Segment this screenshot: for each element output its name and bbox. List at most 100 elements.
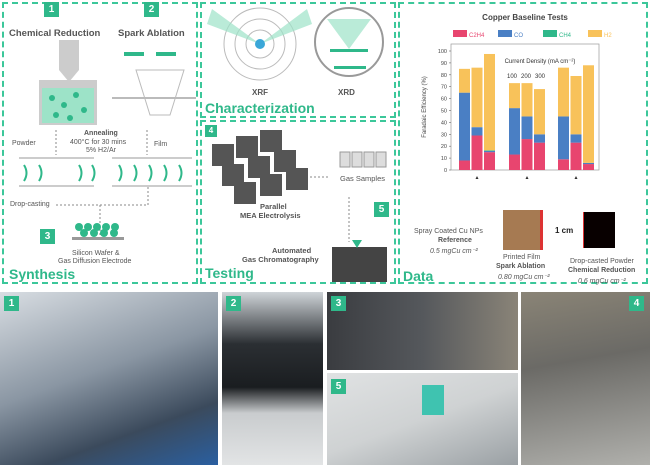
gc-label-2: Gas Chromatography (242, 255, 319, 264)
y-tick-label: 20 (441, 144, 447, 150)
group-arrow-icon (574, 176, 578, 179)
step-badge-5: 5 (374, 202, 389, 217)
step-badge-4: 4 (205, 125, 217, 137)
annealing-label: Annealing (84, 130, 118, 137)
legend-swatch-CO (498, 30, 512, 37)
bar-CH4-0-2 (484, 150, 495, 151)
photo-5-gas-chromatograph: 5 (327, 373, 518, 465)
testing-title: Testing (205, 265, 254, 281)
bar-H2-2-0 (558, 67, 569, 117)
characterization-title: Characterization (205, 100, 315, 116)
xrd-label: XRD (338, 88, 355, 97)
substrate-label-1: Silicon Wafer & (72, 250, 120, 257)
bar-C2H4-2-2 (583, 164, 594, 170)
sample-2-method: Spark Ablation (496, 263, 546, 270)
legend-label-H2: H2 (604, 33, 612, 39)
powder-label: Powder (12, 140, 36, 147)
gas-samples-label: Gas Samples (340, 174, 386, 183)
y-tick-label: 70 (441, 85, 447, 91)
current-density-label: 100 (507, 74, 518, 80)
legend-swatch-H2 (588, 30, 602, 37)
chemical-reduction-label: Chemical Reduction (9, 28, 101, 39)
step-badge-2: 2 (144, 2, 159, 17)
y-tick-label: 30 (441, 132, 447, 138)
bar-CO-0-1 (471, 127, 483, 136)
y-tick-label: 80 (441, 73, 447, 79)
photo-3-wafer-samples: 3 (327, 292, 518, 370)
chart-title: Copper Baseline Tests (482, 13, 568, 22)
synthesis-panel: 1 2 Chemical Reduction Spark Ablation Po… (2, 2, 198, 284)
bar-H2-1-0 (509, 83, 520, 109)
testing-illustration (212, 130, 387, 282)
bar-CO-2-0 (558, 116, 569, 160)
printed-film-photo (503, 210, 543, 250)
bar-C2H4-0-0 (459, 160, 470, 170)
photo-badge-2: 2 (226, 296, 241, 311)
y-tick-label: 40 (441, 120, 447, 126)
film-label: Film (154, 141, 168, 148)
legend-swatch-C2H4 (453, 30, 467, 37)
bar-C2H4-0-2 (484, 152, 495, 170)
photo-badge-5: 5 (331, 379, 346, 394)
current-density-label: 200 (521, 74, 532, 80)
y-tick-label: 90 (441, 61, 447, 67)
powder-sample-photo (583, 212, 615, 248)
bar-C2H4-1-0 (509, 154, 520, 170)
photo-4-electrolysis-cells: 4 (521, 292, 650, 465)
photo-badge-3: 3 (331, 296, 346, 311)
xrf-xrd-illustration (207, 7, 384, 81)
drop-casting-label: Drop-casting (10, 201, 50, 208)
testing-panel: 4 Gas Samples Parallel MEA Electrolysis … (200, 120, 396, 284)
sample-3-loading: 0.6 mgCu cm⁻² (578, 278, 626, 285)
y-tick-label: 100 (438, 49, 447, 55)
bar-C2H4-1-1 (521, 139, 533, 170)
spark-ablation-label: Spark Ablation (118, 28, 185, 39)
y-axis-label: Faradaic Efficiency (%) (422, 76, 428, 138)
photo-badge-1: 1 (4, 296, 19, 311)
sample-1-name: Spray Coated Cu NPs (414, 228, 483, 235)
sample-1-loading: 0.5 mgCu cm⁻² (430, 248, 478, 255)
mea-label-2: MEA Electrolysis (240, 211, 301, 220)
sample-2-loading: 0.80 mgCu cm⁻² (498, 274, 550, 281)
sample-2-name: Printed Film (503, 254, 541, 261)
xrf-label: XRF (252, 88, 268, 97)
y-tick-label: 60 (441, 97, 447, 103)
bar-H2-2-2 (583, 65, 594, 163)
bar-CO-1-2 (534, 134, 545, 143)
synthesis-title: Synthesis (9, 266, 76, 282)
bar-H2-0-0 (459, 68, 470, 93)
annealing-condition-2: 5% H2/Ar (86, 147, 116, 154)
current-density-annotation: Current Density (mA cm⁻²) (505, 59, 576, 65)
legend-label-CH4: CH4 (559, 33, 572, 39)
bar-CO-0-2 (484, 150, 495, 153)
legend-label-C2H4: C2H4 (469, 33, 485, 39)
bar-H2-1-2 (534, 89, 545, 135)
bar-CO-2-2 (583, 162, 594, 165)
bar-C2H4-1-2 (534, 142, 545, 170)
y-tick-label: 50 (441, 109, 447, 115)
substrate-label-2: Gas Diffusion Electrode (58, 258, 132, 265)
step-badge-1: 1 (44, 2, 59, 17)
annealing-condition-1: 400°C for 30 mins (70, 139, 127, 146)
legend-swatch-CH4 (543, 30, 557, 37)
scale-label: 1 cm (555, 226, 574, 235)
bar-H2-1-1 (521, 83, 533, 117)
bar-CO-2-1 (570, 134, 582, 143)
data-title: Data (403, 268, 434, 284)
legend-label-CO: CO (514, 33, 523, 39)
photo-badge-4: 4 (629, 296, 644, 311)
y-tick-label: 0 (444, 168, 447, 174)
characterization-panel: XRF XRD Characterization (200, 2, 396, 118)
synthesis-illustration (19, 40, 196, 240)
photo-1-robotic-platform: 1 (0, 292, 218, 465)
bar-H2-2-1 (570, 75, 582, 135)
gc-label-1: Automated (272, 246, 312, 255)
gc-screen (422, 385, 444, 415)
bar-H2-0-1 (471, 67, 483, 128)
sample-3-method: Chemical Reduction (568, 267, 636, 274)
bar-C2H4-0-1 (471, 135, 483, 170)
group-arrow-icon (475, 176, 479, 179)
bar-H2-0-2 (484, 53, 495, 151)
